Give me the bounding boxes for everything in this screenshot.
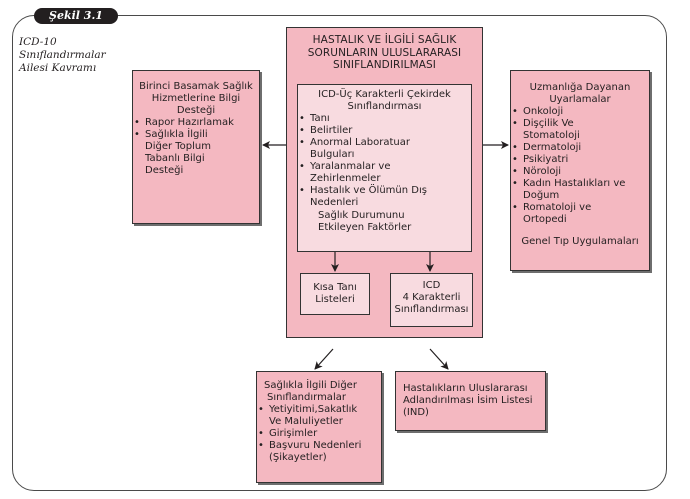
list-item-text: Belirtiler [310,125,353,136]
title-line: Uzmanlığa Dayanan [529,82,631,93]
list-item-text: Nöroloji [523,166,562,177]
caption-line: Ailesi Kavramı [19,62,97,74]
ind-box: Hastalıkların Uluslararası Adlandırılmas… [395,371,546,431]
list-item-text: Hastalık ve Ölümün Dış [310,185,427,196]
list-item: Onkoloji [511,106,649,118]
list-item: Anormal Laboratuar Bulguları [298,137,471,161]
ind-line: Adlandırılması İsim Listesi [403,395,533,406]
list-item-text: Başvuru Nedenleri [269,440,362,451]
list-item-text: Zehirlenmeler [310,173,381,184]
list-item-text: (Şikayetler) [269,452,327,463]
list-item-text: Onkoloji [523,106,564,117]
list-item-text: Rapor Hazırlamak [145,117,234,128]
list-item: Yetiyitimi,Sakatlık Ve Maluliyetler [257,404,381,428]
specialty-list: Onkoloji Dişçilik Ve Stomatoloji Dermato… [511,106,649,226]
list-item-text: Girişimler [269,428,318,439]
short-list-line: Kısa Tanı [313,282,357,293]
list-item-text: Yaralanmalar ve [310,161,391,172]
short-list-line: Listeleri [315,294,355,305]
list-item-text: Sağlıkla İlgili [145,129,208,140]
list-item: Rapor Hazırlamak [133,117,259,129]
list-item: Nöroloji [511,166,649,178]
title-line: Birinci Basamak Sağlık [139,81,253,92]
list-item-text: Kadın Hastalıkları ve [523,178,626,189]
list-item: Psikiyatri [511,154,649,166]
list-item: Dermatoloji [511,142,649,154]
list-item: Tanı [298,113,471,125]
caption-line: ICD-10 [19,36,57,48]
other-classifications-box: Sağlıkla İlgili Diğer Sınıflandırmalar Y… [256,371,382,483]
list-item-text: Doğum [523,190,560,201]
specialty-box: Uzmanlığa Dayanan Uyarlamalar Onkoloji D… [510,70,650,271]
other-list: Yetiyitimi,Sakatlık Ve Maluliyetler Giri… [257,404,381,464]
list-item-text: Dermatoloji [523,142,582,153]
list-item-text: Yetiyitimi,Sakatlık [269,404,358,415]
trailing-line: Sağlık Durumunu [318,210,405,221]
icd4-line: Sınıflandırması [394,304,469,315]
list-item-text: Nedenleri [310,197,359,208]
short-list-box: Kısa Tanı Listeleri [300,273,370,315]
other-title: Sağlıkla İlgili Diğer Sınıflandırmalar [257,380,381,404]
specialty-footer: Genel Tıp Uygulamaları [521,236,639,247]
title-line: Sağlıkla İlgili Diğer [264,380,357,391]
list-item: Yaralanmalar ve Zehirlenmeler [298,161,471,185]
ind-line: (IND) [403,407,429,418]
list-item: Girişimler [257,428,381,440]
list-item-text: Ortopedi [523,214,567,225]
list-item-text: Psikiyatri [523,154,569,165]
list-item: Sağlıkla İlgili Diğer Toplum Tabanlı Bil… [133,129,259,177]
list-item-text: Dişçilik Ve [523,118,574,129]
primary-care-title: Birinci Basamak Sağlık Hizmetlerine Bilg… [133,81,259,117]
list-item: Başvuru Nedenleri (Şikayetler) [257,440,381,464]
title-line: Desteği [176,105,216,116]
main-title-line: SORUNLARIN ULUSLARARASI [307,46,462,59]
core-list: Tanı Belirtiler Anormal Laboratuar Bulgu… [298,113,471,209]
ind-line: Hastalıkların Uluslararası [403,383,528,394]
figure-caption: ICD-10 Sınıflandırmalar Ailesi Kavramı [19,36,129,75]
list-item: Hastalık ve Ölümün Dış Nedenleri [298,185,471,209]
list-item-text: Tabanlı Bilgi [145,153,205,164]
title-line: Hizmetlerine Bilgi [151,93,241,104]
figure-tag: Şekil 3.1 [34,8,118,24]
main-title-line: SINIFLANDIRILMASI [332,59,436,71]
list-item: Dişçilik Ve Stomatoloji [511,118,649,142]
list-item: Romatoloji ve Ortopedi [511,202,649,226]
list-item-text: Desteği [145,165,184,176]
title-line: Uyarlamalar [549,94,611,105]
main-title-line: HASTALIK VE İLGİLİ SAĞLIK [312,34,457,46]
primary-care-box: Birinci Basamak Sağlık Hizmetlerine Bilg… [132,70,260,224]
title-line: Sınıflandırmalar [267,392,346,403]
list-item-text: Romatoloji ve [523,202,592,213]
core-title: ICD-Üç Karakterli Çekirdek Sınıflandırma… [298,89,471,113]
core-title-line: ICD-Üç Karakterli Çekirdek [318,89,451,100]
list-item: Belirtiler [298,125,471,137]
specialty-title: Uzmanlığa Dayanan Uyarlamalar [511,82,649,106]
list-item: Kadın Hastalıkları ve Doğum [511,178,649,202]
list-item-text: Tanı [310,113,330,124]
icd4-line: 4 Karakterli [402,292,461,303]
list-item-text: Anormal Laboratuar [310,137,410,148]
core-trailing: Sağlık Durumunu Etkileyen Faktörler [306,210,471,234]
primary-care-list: Rapor Hazırlamak Sağlıkla İlgili Diğer T… [133,117,259,177]
icd-core-box: ICD-Üç Karakterli Çekirdek Sınıflandırma… [297,84,472,252]
list-item-text: Ve Maluliyetler [269,416,343,427]
list-item-text: Diğer Toplum [145,141,212,152]
list-item-text: Bulguları [310,149,355,160]
figure-frame [12,15,667,491]
list-item-text: Stomatoloji [523,130,580,141]
icd4-line: ICD [422,280,441,291]
icd4-box: ICD 4 Karakterli Sınıflandırması [390,273,473,327]
main-title: HASTALIK VE İLGİLİ SAĞLIK SORUNLARIN ULU… [287,34,482,72]
trailing-line: Etkileyen Faktörler [318,222,412,233]
caption-line: Sınıflandırmalar [19,49,106,61]
core-title-line: Sınıflandırması [347,101,422,112]
